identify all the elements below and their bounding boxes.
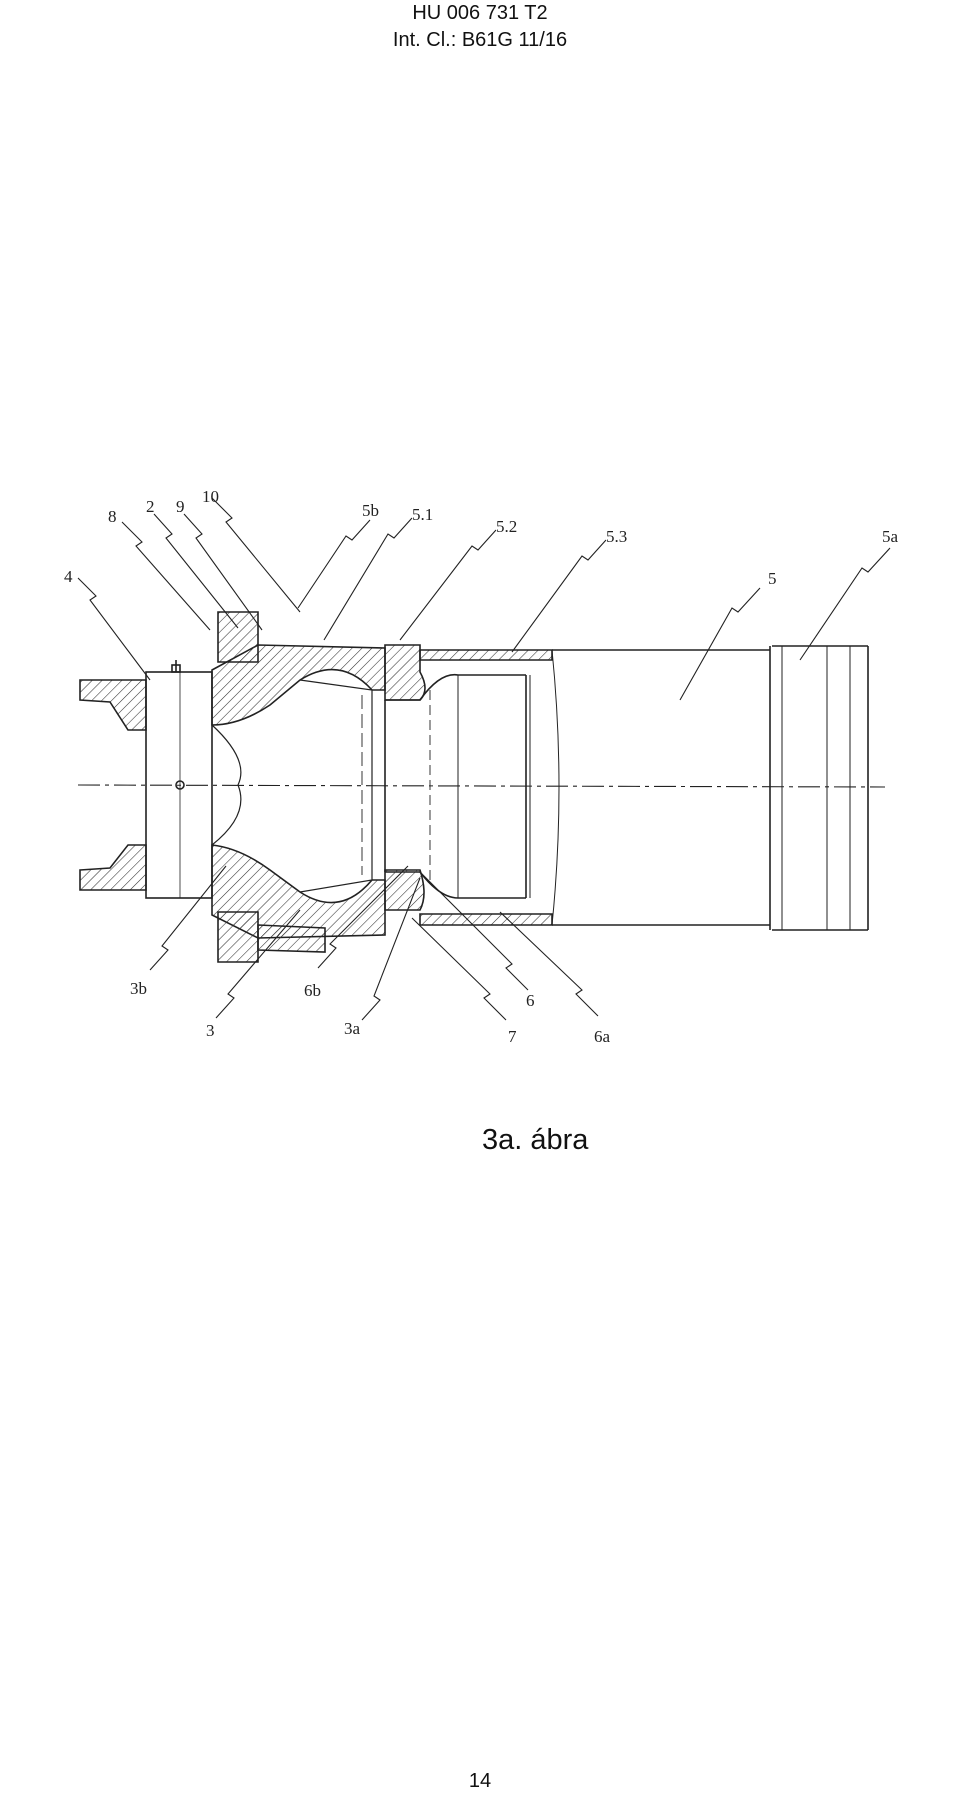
- label-3b: 3b: [130, 979, 147, 998]
- label-6b: 6b: [304, 981, 321, 1000]
- label-6: 6: [526, 991, 535, 1010]
- patent-number: HU 006 731 T2: [412, 2, 548, 24]
- upper-sleeve: [419, 649, 553, 661]
- lower-sleeve: [419, 913, 553, 926]
- inner-bore: [211, 679, 373, 893]
- center-line: [77, 784, 886, 788]
- pin: [145, 660, 213, 899]
- label-2: 2: [146, 497, 155, 516]
- label-5: 5: [768, 569, 777, 588]
- label-3a: 3a: [344, 1019, 361, 1038]
- page-header: HU 006 731 T2 Int. Cl.: B61G 11/16: [0, 0, 960, 54]
- label-9: 9: [176, 497, 185, 516]
- coupling-ring-bottom: [384, 869, 425, 911]
- label-6a: 6a: [594, 1027, 611, 1046]
- flange-top: [217, 611, 259, 663]
- leader-lines: [77, 497, 891, 1021]
- label-5-1: 5.1: [412, 505, 433, 524]
- label-4: 4: [64, 567, 73, 586]
- label-7: 7: [508, 1027, 517, 1046]
- coupling-ring-top: [384, 644, 426, 701]
- flange-bottom: [217, 911, 259, 963]
- fork-jaw-bottom: [79, 844, 147, 891]
- label-10: 10: [202, 487, 219, 506]
- classification: Int. Cl.: B61G 11/16: [392, 29, 568, 51]
- fork-jaw-top: [79, 679, 147, 731]
- label-3: 3: [206, 1021, 215, 1040]
- label-5b: 5b: [362, 501, 379, 520]
- label-8: 8: [108, 507, 117, 526]
- label-5-3: 5.3: [606, 527, 627, 546]
- label-5a: 5a: [882, 527, 899, 546]
- label-5-2: 5.2: [496, 517, 517, 536]
- tube-body: [525, 645, 869, 931]
- technical-drawing: 4 8 2 9 10 5b 5.1 5.2 5.3 5 5a 3b 3 6b 3…: [64, 487, 899, 1046]
- page-number: 14: [468, 1770, 492, 1792]
- flange-bottom-plate: [257, 924, 326, 953]
- figure-caption: 3a. ábra: [482, 1124, 589, 1156]
